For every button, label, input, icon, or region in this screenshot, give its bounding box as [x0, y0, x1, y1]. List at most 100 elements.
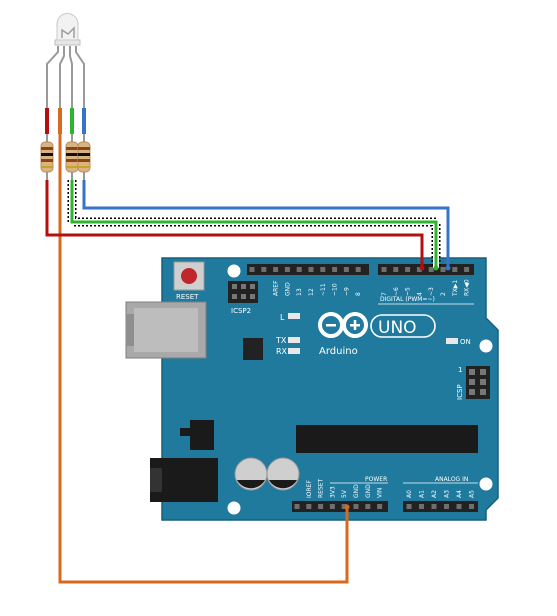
arduino-logo: [318, 312, 368, 338]
header-pin: [452, 267, 458, 272]
digital-pin-label: RX◀0: [464, 279, 471, 296]
usb-connector: [125, 301, 207, 359]
rgb-led: [46, 13, 85, 108]
power-pin-label: GND: [353, 484, 360, 498]
header-pin: [464, 267, 470, 272]
wire-green: [70, 180, 438, 268]
header-pin: [353, 504, 359, 509]
led-rx: [288, 348, 300, 354]
header-pin: [306, 504, 312, 509]
wire-endpoint: [344, 504, 350, 510]
on-label: ON: [460, 338, 471, 346]
header-pin: [341, 504, 347, 509]
header-pin: [284, 267, 290, 272]
led-leg-blue: [82, 108, 86, 134]
header-pin: [377, 504, 383, 509]
led-tx-label: TX: [275, 336, 287, 345]
digital-pin-label: 8: [355, 292, 362, 296]
led-l: [288, 313, 300, 319]
mounting-hole: [479, 339, 493, 353]
header-pin: [431, 504, 437, 509]
uno-badge: UNO: [370, 314, 436, 338]
led-on: [446, 338, 458, 344]
led-tx: [288, 337, 300, 343]
header-pin: [419, 504, 424, 509]
power-pin-label: 3V3: [329, 486, 336, 498]
header-pin: [261, 267, 267, 272]
header-pin: [249, 267, 255, 272]
voltage-regulator: [180, 420, 214, 450]
power-pin-label: IOREF: [306, 480, 313, 498]
usb-chip: [243, 338, 263, 360]
icsp2-label: ICSP2: [231, 307, 251, 315]
led-leg-green: [70, 108, 74, 134]
header-pin: [320, 267, 326, 272]
header-pin: [405, 267, 411, 272]
led-leg-common: [58, 108, 62, 134]
header-pin: [428, 267, 434, 272]
wire-endpoint: [433, 265, 439, 271]
header-pin: [456, 504, 462, 509]
header-pin: [273, 267, 279, 272]
digital-pin-label: GND: [284, 282, 291, 296]
power-label: POWER: [365, 476, 387, 483]
icsp-header: [466, 366, 490, 399]
power-header: [292, 501, 388, 512]
icsp2-header: [228, 281, 258, 303]
power-pin-label: VIN: [377, 488, 384, 498]
digital-pin-label: ~5: [405, 287, 412, 296]
capacitor: [234, 457, 268, 491]
digital-pin-label: ~3: [428, 287, 435, 296]
header-pin: [332, 267, 338, 272]
microcontroller-chip: [296, 425, 478, 453]
digital-pin-label: 2: [440, 292, 447, 296]
header-pin: [444, 504, 449, 509]
analog-pin-label: A0: [406, 490, 413, 498]
analog-pin-label: A5: [469, 490, 476, 498]
wire-common-5v: [58, 108, 349, 584]
wire-endpoint: [445, 265, 451, 271]
header-pin: [343, 267, 349, 272]
header-pin: [381, 267, 387, 272]
digital-pin-label: 4: [416, 292, 423, 296]
header-pin: [296, 267, 302, 272]
power-pin-label: GND: [365, 484, 372, 498]
header-pin: [329, 504, 335, 509]
digital-pin-label: AREF: [273, 280, 280, 296]
icsp-pin1-label: 1: [458, 366, 462, 374]
header-pin: [469, 504, 474, 509]
mounting-hole: [227, 501, 241, 515]
header-pin: [308, 267, 314, 272]
digital-pin-label: 13: [296, 288, 303, 296]
digital-header-left: [247, 264, 369, 275]
capacitor: [266, 457, 300, 491]
dc-power-jack: [150, 458, 218, 502]
header-pin: [318, 504, 324, 509]
header-pin: [365, 504, 371, 509]
analog-label: ANALOG IN: [435, 476, 468, 483]
digital-pin-label: ~11: [320, 283, 327, 296]
reset-button: [173, 261, 205, 291]
mounting-hole: [479, 477, 493, 491]
resistor: [77, 134, 91, 180]
wire-blue: [82, 180, 450, 268]
digital-pin-label: ~6: [393, 287, 400, 296]
wire-green-outline-fill: [69, 180, 439, 268]
analog-pin-label: A4: [456, 490, 463, 498]
analog-pin-label: A2: [431, 490, 438, 498]
header-pin: [440, 267, 446, 272]
analog-pin-label: A3: [444, 490, 451, 498]
digital-pin-label: ~9: [343, 287, 350, 296]
mounting-hole: [227, 264, 241, 278]
header-pin: [416, 267, 422, 272]
resistor: [65, 134, 79, 180]
reset-label: RESET: [176, 293, 199, 301]
led-rx-label: RX: [276, 347, 288, 356]
digital-pin-label: 12: [308, 288, 315, 296]
digital-pin-label: TX▶1: [452, 280, 459, 297]
model-name: UNO: [378, 318, 417, 338]
icsp-label: ICSP: [456, 384, 464, 400]
power-pin-label: 5V: [341, 489, 348, 498]
